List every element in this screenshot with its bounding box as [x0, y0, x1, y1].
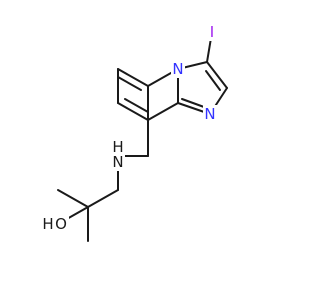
- mask-n-bridgehead: [171, 60, 185, 78]
- bond-c3-c2: [206, 61, 228, 89]
- bond-c8-c8a-inner: [124, 98, 149, 113]
- amine-nitrogen-label: N: [112, 153, 123, 171]
- bond-c8a-c4a: [147, 102, 179, 121]
- bond-n1-c4a-inner: [181, 98, 205, 108]
- bond-c3-c2-inner: [205, 70, 221, 91]
- hydroxyl-oxygen-label: O: [55, 215, 67, 233]
- hydroxyl-h-label: H: [42, 215, 53, 233]
- atom-labels: I N N H N H O: [42, 23, 215, 233]
- molecule-structure: I N N H N H O: [41, 23, 228, 242]
- iodine-label: I: [210, 23, 214, 41]
- bond-layer: [57, 31, 228, 242]
- imine-nitrogen-label: N: [204, 105, 215, 123]
- mask-iodine: [206, 23, 218, 41]
- bond-c6-c7: [117, 68, 149, 87]
- bond-c8-c8a: [117, 102, 149, 121]
- bond-cq-methyl1: [57, 189, 89, 208]
- mask-nh: [111, 141, 125, 171]
- bond-ch2b-cq: [87, 189, 119, 208]
- bond-c6-c7-inner: [117, 76, 142, 91]
- amine-h-label: H: [112, 138, 123, 156]
- mask-n-imine: [203, 105, 217, 123]
- mask-oh: [41, 215, 69, 233]
- label-masks: [41, 23, 218, 233]
- bridgehead-nitrogen-label: N: [172, 60, 183, 78]
